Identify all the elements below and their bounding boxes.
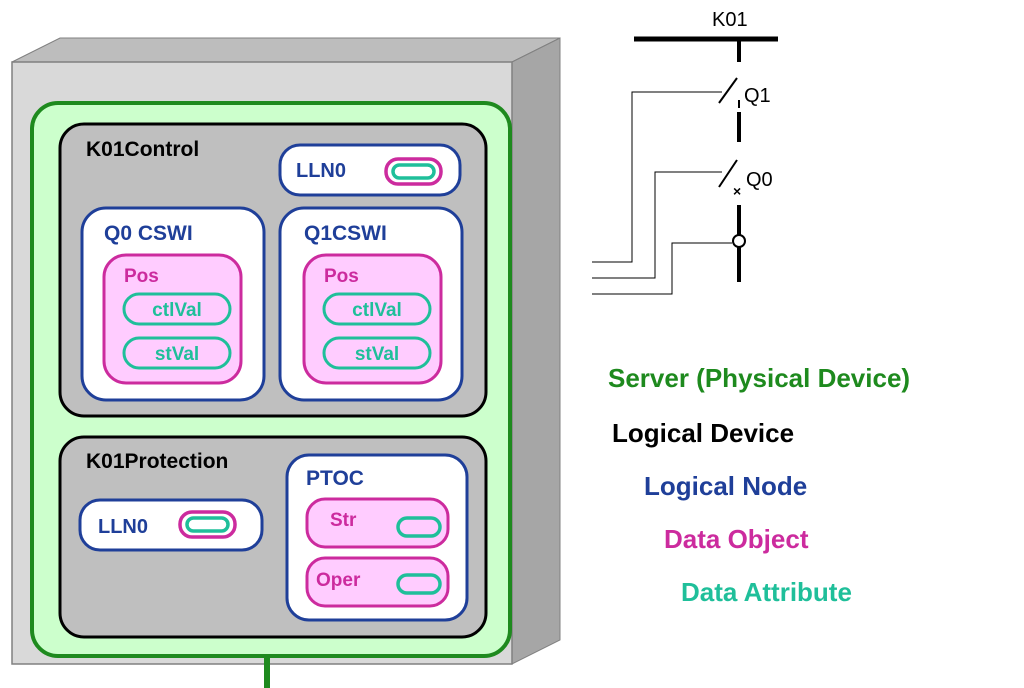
wire-ct bbox=[592, 242, 732, 295]
ln-q0cswi-title: Q0 CSWI bbox=[104, 222, 193, 245]
da-q1-ctlval-label: ctlVal bbox=[352, 300, 402, 321]
legend-data-attribute: Data Attribute bbox=[681, 577, 852, 607]
bus-label: K01 bbox=[712, 9, 748, 31]
switch-q1-blade bbox=[718, 77, 738, 104]
da-q1-stval-label: stVal bbox=[355, 344, 399, 365]
da-ptoc-oper-icon bbox=[396, 573, 442, 595]
legend-server: Server (Physical Device) bbox=[608, 363, 910, 393]
ld-protection-title: K01Protection bbox=[86, 450, 228, 473]
do-ptoc-str-label: Str bbox=[330, 510, 357, 531]
da-q1-ctlval bbox=[322, 292, 432, 326]
switch-q0-cross-icon: × bbox=[733, 183, 741, 199]
legend-data-object: Data Object bbox=[664, 524, 809, 554]
da-q0-ctlval-label: ctlVal bbox=[152, 300, 202, 321]
box-top-face bbox=[11, 37, 561, 63]
legend-logical-node: Logical Node bbox=[644, 471, 807, 501]
lln0-control-da-icon bbox=[391, 163, 436, 180]
lln0-protection-da-icon bbox=[185, 516, 230, 533]
ln-lln0-control-label: LLN0 bbox=[296, 160, 346, 182]
da-ptoc-str-icon bbox=[396, 516, 442, 538]
do-q1-pos-label: Pos bbox=[324, 266, 359, 287]
switch-q0-label: Q0 bbox=[746, 169, 773, 191]
do-ptoc-oper-label: Oper bbox=[316, 570, 361, 591]
da-q0-stval-label: stVal bbox=[155, 344, 199, 365]
switch-q0-blade bbox=[718, 159, 738, 188]
wire-q1 bbox=[592, 91, 722, 263]
da-q0-stval bbox=[122, 336, 232, 370]
ln-ptoc-title: PTOC bbox=[306, 467, 364, 490]
ld-control-title: K01Control bbox=[86, 138, 199, 161]
ln-q1cswi-title: Q1CSWI bbox=[304, 222, 387, 245]
legend-logical-device: Logical Device bbox=[612, 418, 794, 448]
do-q0-pos-label: Pos bbox=[124, 266, 159, 287]
da-q0-ctlval bbox=[122, 292, 232, 326]
wire-q0 bbox=[592, 171, 722, 279]
switch-q1-label: Q1 bbox=[744, 85, 771, 107]
ln-lln0-protection-label: LLN0 bbox=[98, 516, 148, 538]
da-q1-stval bbox=[322, 336, 432, 370]
current-transformer-icon bbox=[732, 234, 746, 248]
box-side-face bbox=[511, 37, 561, 665]
